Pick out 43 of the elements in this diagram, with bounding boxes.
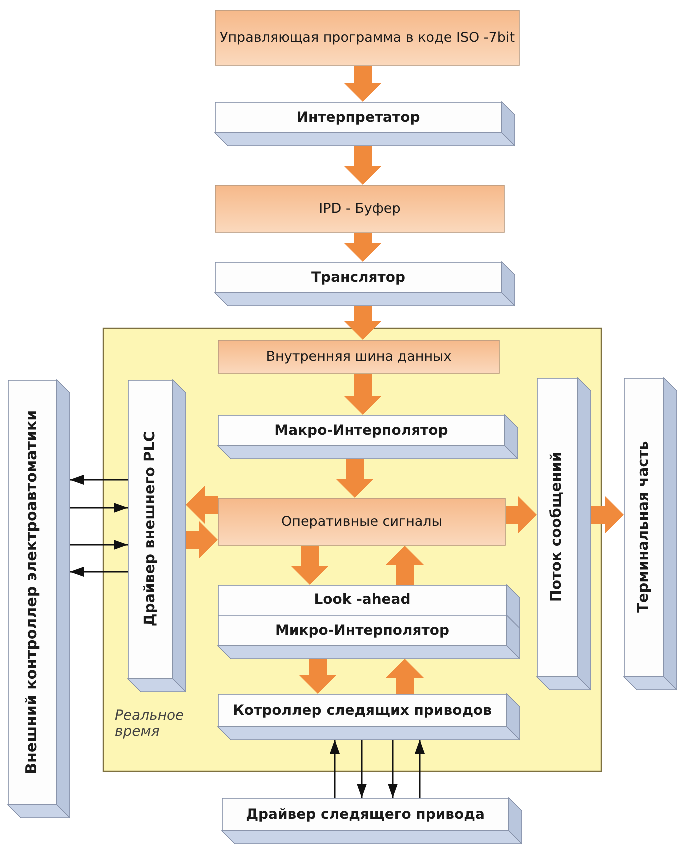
box-label: Поток сообщений [548,452,566,603]
box-label: Интерпретатор [296,110,420,126]
block-arrow [186,521,218,559]
arrow [388,740,398,798]
box-label: Макро-Интерполятор [274,422,448,438]
block-arrow [186,486,218,524]
arrow [415,740,425,798]
panel-label: Реальное время [115,708,186,740]
box-label: Микро-Интерполятор [275,622,450,639]
process-box [218,498,506,546]
block-arrow [591,496,624,534]
box-label: Терминальная часть [634,442,653,614]
block-arrow [344,374,382,415]
block-arrow [386,659,424,694]
block-arrow [344,306,382,340]
block-arrow [344,233,382,262]
arrow [330,740,340,798]
box-label: Драйвер следящего привода [246,806,485,822]
block-arrow [344,146,382,185]
box-label: Оперативные сигналы [282,514,442,530]
box-label: Look -ahead [314,592,411,608]
block-arrow [291,546,329,585]
box-label: Управляющая программа в коде ISO -7bit [220,30,516,46]
block-arrow [299,659,337,694]
box-label: Внешний контроллер электроавтоматики [23,410,42,775]
arrow [357,740,367,798]
process-box [215,185,505,233]
arrow [70,540,128,550]
block-arrow [344,66,382,102]
box-label: Внутренняя шина данных [266,349,452,365]
box-label: Котроллер следящих приводов [232,702,492,718]
process-box [215,10,520,66]
block-arrow [506,496,537,534]
real-time-panel [103,328,602,772]
process-box [218,340,500,374]
arrow [70,567,128,577]
box-label: Транслятор [312,270,406,286]
box-label: IPD - Буфер [319,201,401,217]
arrow [70,503,128,513]
box-label: Драйвер внешнего PLC [141,432,160,628]
block-arrow [386,546,424,585]
arrow [70,475,128,485]
block-arrow [336,459,374,498]
